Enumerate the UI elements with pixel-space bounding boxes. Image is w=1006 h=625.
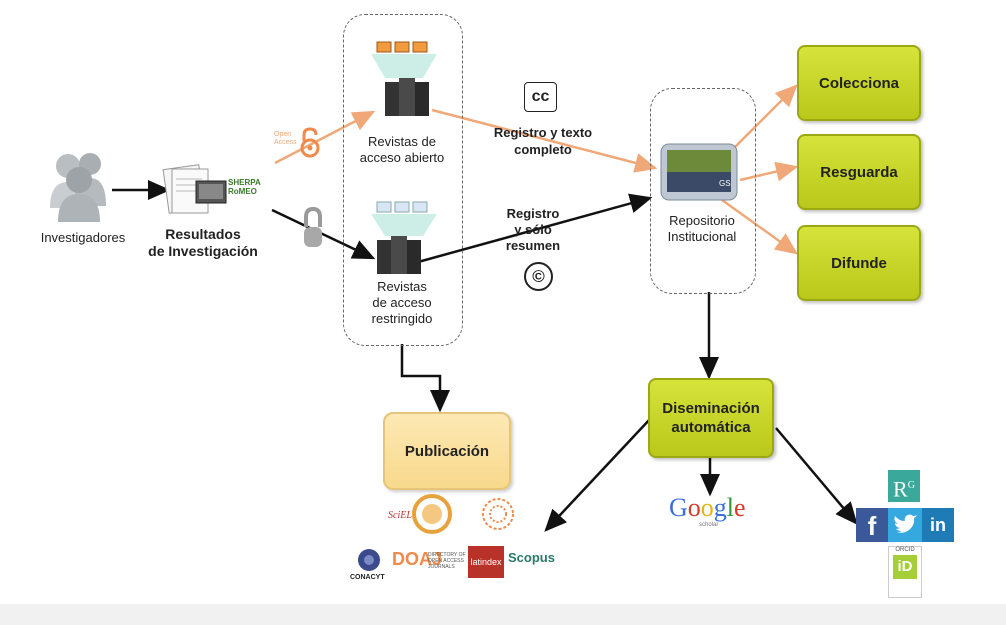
linkedin-icon: in xyxy=(922,508,954,542)
footer-bar xyxy=(0,604,1006,625)
documents-icon xyxy=(162,164,227,214)
doaj-subtitle: DIRECTORY OF OPEN ACCESS JOURNALS xyxy=(428,552,466,570)
arrow-repositorio-difunde xyxy=(721,198,799,255)
google-scholar-sub: scholar xyxy=(699,522,719,528)
svg-text:GS: GS xyxy=(719,179,731,188)
scielo-logo: SciELO xyxy=(388,510,420,521)
researchgate-label: R xyxy=(893,476,908,502)
resguarda-box: Resguarda xyxy=(797,134,921,210)
investigadores-label: Investigadores xyxy=(40,230,126,245)
registro-texto-label: Registro y texto completo xyxy=(493,125,593,157)
repositorio-group xyxy=(650,88,756,294)
seals-logo xyxy=(412,494,514,534)
arrow-resultados-abierto xyxy=(274,110,376,165)
latindex-label: latindex xyxy=(470,557,502,567)
people-icon xyxy=(50,153,106,222)
sherpa-romeo-logo: SHERPA RoMEO xyxy=(228,178,261,196)
arrow-repositorio-resguarda xyxy=(739,161,799,182)
resultados-label: Resultados de Investigación xyxy=(148,226,258,259)
arrow-diseminacion-publication-logos xyxy=(544,417,652,532)
arrow-abierto-repositorio xyxy=(431,108,658,173)
cc-license-icon: cc xyxy=(524,82,557,112)
repository-server-icon: GS xyxy=(660,143,738,201)
colecciona-box: Colecciona xyxy=(797,45,921,121)
scopus-logo: Scopus xyxy=(508,550,555,565)
researchgate-icon: RG xyxy=(888,470,920,502)
revistas-restringido-label: Revistas de acceso restringido xyxy=(371,279,433,326)
colecciona-label: Colecciona xyxy=(818,74,900,92)
conacyt-icon xyxy=(358,549,380,571)
facebook-icon: f xyxy=(856,508,888,542)
diseminacion-box: Diseminación automática xyxy=(648,378,774,458)
resguarda-label: Resguarda xyxy=(820,163,898,181)
journals-group xyxy=(343,14,463,346)
arrow-restringido-repositorio xyxy=(417,193,653,264)
difunde-box: Difunde xyxy=(797,225,921,301)
open-access-label: Open Access xyxy=(274,131,297,146)
researchgate-sup: G xyxy=(907,480,915,491)
publicacion-label: Publicación xyxy=(404,442,490,460)
diseminacion-label: Diseminación automática xyxy=(662,400,760,436)
open-journal-servers-icon xyxy=(371,41,437,116)
doaj-logo: DOAJ xyxy=(392,549,443,569)
restricted-journal-servers-icon xyxy=(371,201,437,274)
latindex-logo: latindex xyxy=(468,546,504,578)
google-scholar-logo: Google xyxy=(669,493,746,522)
registro-resumen-label: Registro y sólo resumen xyxy=(505,206,561,253)
linkedin-label: in xyxy=(930,515,946,535)
difunde-label: Difunde xyxy=(831,254,887,272)
arrow-diseminacion-social xyxy=(775,427,858,525)
conacyt-label: CONACYT xyxy=(350,574,385,581)
arrow-revistas-publicacion xyxy=(400,344,450,413)
revistas-abierto-label: Revistas de acceso abierto xyxy=(359,134,445,165)
publicacion-box: Publicación xyxy=(383,412,511,490)
twitter-icon xyxy=(888,508,922,542)
open-lock-icon xyxy=(300,127,320,158)
closed-lock-icon xyxy=(304,207,322,247)
copyright-icon: © xyxy=(524,262,553,291)
arrow-resultados-restringido xyxy=(271,208,376,260)
orcid-label: iD xyxy=(893,555,917,579)
orcid-top-label: ORCID xyxy=(895,547,915,553)
facebook-label: f xyxy=(867,511,877,541)
orcid-icon: ORCID iD xyxy=(888,546,922,598)
repositorio-label: Repositorio Institucional xyxy=(667,213,737,244)
